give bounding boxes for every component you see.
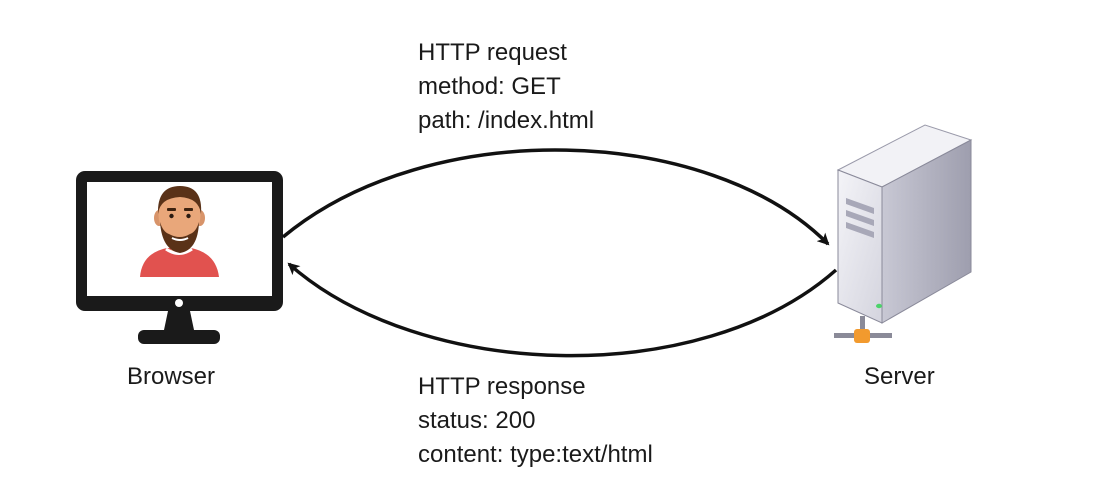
response-content: content: type:text/html	[418, 441, 653, 468]
response-title: HTTP response	[418, 373, 586, 400]
request-title: HTTP request	[418, 39, 567, 66]
user-avatar-icon	[140, 186, 219, 277]
server-label: Server	[864, 363, 935, 390]
browser-monitor-icon	[76, 171, 283, 344]
request-arrow	[281, 148, 830, 246]
http-request-info: HTTP request method: GET path: /index.ht…	[418, 36, 594, 138]
response-status: status: 200	[418, 407, 536, 434]
http-response-info: HTTP response status: 200 content: type:…	[418, 370, 653, 472]
response-arrow	[287, 262, 838, 358]
request-method: method: GET	[418, 73, 561, 100]
server-tower-icon	[834, 124, 973, 343]
browser-label: Browser	[127, 363, 216, 390]
request-path: path: /index.html	[418, 107, 595, 134]
network-connector-icon	[834, 316, 892, 343]
